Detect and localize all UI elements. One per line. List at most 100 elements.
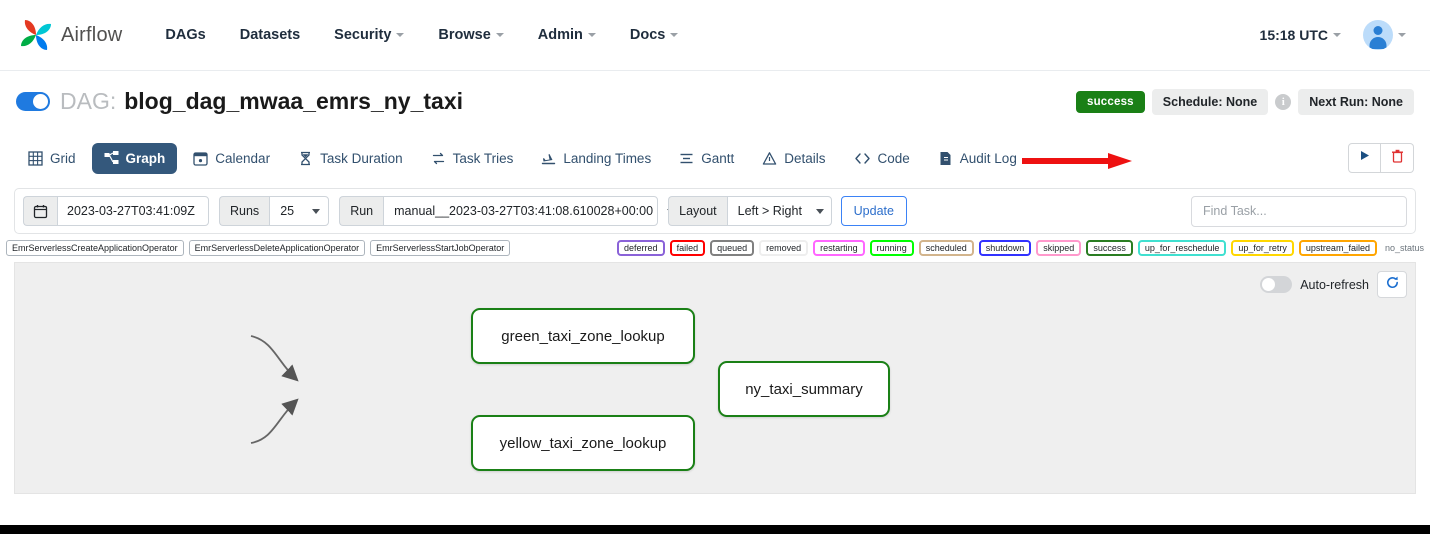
tab-calendar[interactable]: Calendar bbox=[181, 143, 282, 174]
status-chip-up-for-reschedule[interactable]: up_for_reschedule bbox=[1137, 240, 1227, 256]
task-node-green-taxi-zone-lookup[interactable]: green_taxi_zone_lookup bbox=[471, 308, 695, 364]
runs-label: Runs bbox=[219, 196, 270, 226]
user-menu[interactable] bbox=[1363, 20, 1406, 50]
operator-chip[interactable]: EmrServerlessCreateApplicationOperator bbox=[6, 240, 184, 256]
run-label: Run bbox=[339, 196, 384, 226]
base-date-input[interactable]: 2023-03-27T03:41:09Z bbox=[57, 196, 209, 226]
filter-toolbar: 2023-03-27T03:41:09Z Runs 25 Run manual_… bbox=[14, 188, 1416, 234]
runs-value: 25 bbox=[280, 204, 295, 218]
nav-item-label: Browse bbox=[438, 27, 491, 43]
nav-item-browse[interactable]: Browse bbox=[421, 19, 520, 51]
play-icon bbox=[1358, 149, 1371, 167]
utc-clock-label: 15:18 UTC bbox=[1259, 27, 1328, 43]
operator-chip[interactable]: EmrServerlessStartJobOperator bbox=[370, 240, 511, 256]
tab-details[interactable]: Details bbox=[750, 143, 837, 174]
nav-item-label: Datasets bbox=[239, 27, 301, 43]
auto-refresh-toggle[interactable] bbox=[1260, 276, 1293, 293]
retry-icon bbox=[431, 151, 446, 166]
tab-label: Audit Log bbox=[959, 150, 1017, 166]
status-chip-restarting[interactable]: restarting bbox=[813, 240, 865, 256]
status-chip-upstream-failed[interactable]: upstream_failed bbox=[1298, 240, 1377, 256]
auto-refresh-label: Auto-refresh bbox=[1300, 277, 1369, 292]
dag-pause-toggle[interactable] bbox=[16, 92, 50, 111]
legend-row: EmrServerlessCreateApplicationOperator E… bbox=[0, 234, 1430, 262]
run-group: Run manual__2023-03-27T03:41:08.610028+0… bbox=[339, 196, 676, 226]
status-chip-removed[interactable]: removed bbox=[759, 240, 809, 256]
run-select[interactable]: manual__2023-03-27T03:41:08.610028+00:00 bbox=[383, 196, 676, 226]
nav-item-label: Admin bbox=[537, 27, 583, 43]
calendar-icon bbox=[193, 151, 208, 166]
trigger-dag-button[interactable] bbox=[1348, 143, 1381, 173]
refresh-icon bbox=[1385, 275, 1400, 295]
find-task-input[interactable]: Find Task... bbox=[1191, 195, 1407, 227]
status-chip-deferred[interactable]: deferred bbox=[617, 240, 665, 256]
tab-grid[interactable]: Grid bbox=[16, 143, 88, 174]
status-chip-no-status[interactable]: no_status bbox=[1384, 243, 1424, 253]
status-chip-shutdown[interactable]: shutdown bbox=[978, 240, 1032, 256]
chevron-down-icon bbox=[587, 33, 596, 37]
status-chip-failed[interactable]: failed bbox=[669, 240, 706, 256]
nav-item-datasets[interactable]: Datasets bbox=[223, 19, 317, 51]
dag-graph-canvas[interactable]: Auto-refresh green_taxi_zone_lookup yell… bbox=[14, 262, 1416, 494]
status-badge[interactable]: success bbox=[1075, 90, 1145, 113]
brand-text: Airflow bbox=[61, 23, 123, 46]
document-icon bbox=[938, 151, 953, 166]
info-icon[interactable]: i bbox=[1275, 93, 1292, 110]
task-node-label: ny_taxi_summary bbox=[745, 380, 863, 398]
operator-chip[interactable]: EmrServerlessDeleteApplicationOperator bbox=[188, 240, 366, 256]
task-node-yellow-taxi-zone-lookup[interactable]: yellow_taxi_zone_lookup bbox=[471, 415, 695, 471]
tab-gantt[interactable]: Gantt bbox=[667, 143, 746, 174]
auto-refresh-controls: Auto-refresh bbox=[1260, 271, 1407, 298]
base-date-group: 2023-03-27T03:41:09Z bbox=[23, 196, 209, 226]
runs-select[interactable]: 25 bbox=[269, 196, 330, 226]
graph-icon bbox=[104, 150, 119, 166]
runs-group: Runs 25 bbox=[219, 196, 330, 226]
status-chip-scheduled[interactable]: scheduled bbox=[918, 240, 974, 256]
tab-label: Grid bbox=[50, 150, 76, 166]
chevron-down-icon bbox=[1398, 33, 1406, 37]
task-node-label: yellow_taxi_zone_lookup bbox=[499, 434, 667, 452]
chevron-down-icon bbox=[312, 208, 321, 214]
tab-label: Details bbox=[784, 150, 826, 166]
navbar-right: 15:18 UTC bbox=[1260, 20, 1412, 50]
layout-value: Left > Right bbox=[737, 204, 802, 218]
trash-icon bbox=[1391, 149, 1404, 168]
status-chip-queued[interactable]: queued bbox=[710, 240, 755, 256]
bottom-black-bar bbox=[0, 525, 1430, 534]
status-chip-success[interactable]: success bbox=[1086, 240, 1133, 256]
view-tabs: Grid Graph Calendar Task Duration Task T… bbox=[0, 132, 1430, 184]
status-chip-up-for-retry[interactable]: up_for_retry bbox=[1231, 240, 1294, 256]
delete-dag-button[interactable] bbox=[1381, 143, 1414, 173]
tab-label: Landing Times bbox=[563, 150, 652, 166]
refresh-button[interactable] bbox=[1377, 271, 1407, 298]
dag-header: DAG: blog_dag_mwaa_emrs_ny_taxi success … bbox=[0, 70, 1430, 169]
status-chip-running[interactable]: running bbox=[869, 240, 914, 256]
code-brackets-icon bbox=[854, 151, 871, 166]
tab-landing-times[interactable]: Landing Times bbox=[529, 143, 663, 174]
tab-audit-log[interactable]: Audit Log bbox=[926, 143, 1029, 174]
brand-logo[interactable]: Airflow bbox=[18, 17, 122, 53]
nav-item-label: DAGs bbox=[165, 27, 206, 43]
chevron-down-icon bbox=[396, 33, 405, 37]
edge-green-to-summary bbox=[250, 335, 299, 382]
chevron-down-icon bbox=[495, 33, 504, 37]
tab-task-duration[interactable]: Task Duration bbox=[286, 143, 415, 174]
calendar-icon[interactable] bbox=[23, 196, 57, 226]
tab-graph[interactable]: Graph bbox=[91, 142, 178, 174]
nav-menu: DAGs Datasets Security Browse Admin Docs bbox=[148, 19, 695, 51]
tab-code[interactable]: Code bbox=[842, 143, 922, 174]
chevron-down-icon bbox=[1333, 33, 1341, 37]
nav-item-security[interactable]: Security bbox=[317, 19, 421, 51]
nav-item-dags[interactable]: DAGs bbox=[148, 19, 222, 51]
red-arrow-annotation bbox=[1022, 153, 1132, 169]
nav-item-docs[interactable]: Docs bbox=[613, 19, 695, 51]
layout-select[interactable]: Left > Right bbox=[726, 196, 832, 226]
tab-label: Graph bbox=[125, 150, 166, 166]
update-button[interactable]: Update bbox=[840, 196, 907, 226]
utc-clock[interactable]: 15:18 UTC bbox=[1260, 27, 1341, 43]
next-run-pill: Next Run: None bbox=[1298, 88, 1414, 115]
tab-task-tries[interactable]: Task Tries bbox=[419, 143, 526, 174]
task-node-ny-taxi-summary[interactable]: ny_taxi_summary bbox=[718, 361, 890, 417]
nav-item-admin[interactable]: Admin bbox=[521, 19, 613, 51]
status-chip-skipped[interactable]: skipped bbox=[1036, 240, 1082, 256]
